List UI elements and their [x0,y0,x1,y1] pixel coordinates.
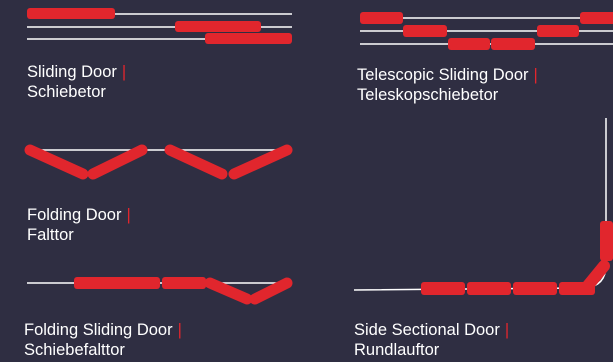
label-de: Rundlauftor [354,341,440,359]
separator: | [121,63,127,81]
sliding-door-diagram [27,8,292,44]
separator: | [177,321,182,339]
door-leaf [467,282,511,295]
side-sectional-door-diagram [353,118,613,295]
label-en: Telescopic Sliding Door [357,66,529,84]
folding-sliding-door-diagram [27,277,293,305]
door-leaf [205,33,292,44]
folding-sliding-door-caption: Folding Sliding Door| Schiebefalttor [24,320,182,360]
telescopic-door-diagram [360,12,613,50]
door-leaf [24,144,89,180]
sliding-door-caption: Sliding Door| Schiebetor [27,62,126,102]
door-leaf [228,144,293,180]
label-en: Sliding Door [27,63,117,81]
label-de: Teleskopschiebetor [357,86,499,104]
telescopic-door-caption: Telescopic Sliding Door| Teleskopschiebe… [357,65,538,105]
label-en: Side Sectional Door [354,321,500,339]
door-leaf [162,277,206,289]
door-leaf [580,260,610,294]
door-leaf [249,277,293,305]
side-sectional-door-caption: Side Sectional Door| Rundlauftor [354,320,509,360]
door-leaf [204,277,253,305]
door-leaf [537,25,579,37]
door-leaf [421,282,465,295]
separator: | [126,206,131,224]
door-leaf [403,25,447,37]
door-leaf [74,277,160,289]
separator: | [504,321,510,339]
label-de: Schiebefalttor [24,341,125,359]
label-en: Folding Door [27,206,122,224]
door-leaf [175,21,261,32]
label-en: Folding Sliding Door [24,321,173,339]
door-leaf [491,38,535,50]
label-de: Falttor [27,226,74,244]
folding-door-caption: Folding Door| Falttor [27,205,131,245]
rail-curve [353,118,607,291]
door-leaf [513,282,557,295]
door-leaf [164,144,228,180]
separator: | [533,66,538,84]
door-leaf [27,8,115,19]
door-leaf [448,38,490,50]
door-leaf [87,144,148,180]
door-leaf [580,12,613,24]
door-leaf [600,221,613,261]
folding-door-diagram [24,144,293,180]
door-leaf [360,12,403,24]
label-de: Schiebetor [27,83,106,101]
